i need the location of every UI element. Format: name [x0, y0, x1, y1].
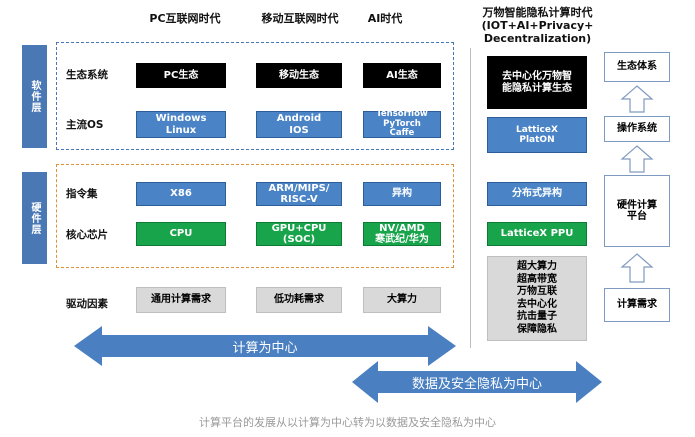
figure-caption: 计算平台的发展从以计算为中心转为以数据及安全隐私为中心 — [199, 416, 496, 429]
cell-driver-ai: 大算力 — [363, 287, 441, 313]
header-mobile-era: 移动互联网时代 — [261, 12, 339, 25]
right-cell-os: LatticeX PlatON — [487, 117, 587, 153]
cell-chip-mobile: GPU+CPU (SOC) — [256, 222, 342, 246]
software-layer-group — [56, 42, 454, 150]
row-label-driver: 驱动因素 — [66, 298, 108, 310]
right-cell-eco: 去中心化万物智 能隐私计算生态 — [487, 56, 587, 109]
right-cell-chip: LatticeX PPU — [487, 222, 587, 246]
cell-chip-ai: NV/AMD 寒武纪/华为 — [363, 222, 441, 246]
cell-eco-ai: AI生态 — [363, 63, 441, 88]
row-label-ecosystem: 生态系统 — [66, 69, 108, 81]
row-label-chip: 核心芯片 — [66, 229, 108, 241]
cell-chip-pc: CPU — [136, 222, 226, 246]
stack-ecosystem: 生态体系 — [604, 52, 670, 82]
right-cell-isa: 分布式异构 — [487, 182, 587, 206]
stack-hardware: 硬件计算 平台 — [604, 175, 670, 247]
data-privacy-label: 数据及安全隐私为中心 — [411, 377, 542, 392]
compute-center-label: 计算为中心 — [232, 341, 298, 356]
software-layer-label: 软件层 — [22, 45, 47, 148]
cell-isa-pc: X86 — [136, 182, 226, 206]
cell-os-mobile: Android IOS — [256, 111, 342, 138]
cell-driver-pc: 通用计算需求 — [136, 287, 226, 313]
cell-os-ai: Tensorflow PyTorch Caffe — [363, 109, 441, 138]
data-privacy-arrow — [352, 361, 602, 403]
row-label-isa: 指令集 — [66, 188, 98, 200]
cell-eco-pc: PC生态 — [136, 63, 226, 88]
up-arrow-icon — [620, 85, 654, 113]
cell-os-pc: Windows Linux — [136, 111, 226, 138]
cell-eco-mobile: 移动生态 — [256, 63, 342, 88]
cell-isa-ai: 异构 — [363, 182, 441, 206]
hardware-layer-group — [56, 164, 454, 268]
compute-center-arrow — [74, 326, 456, 366]
right-cell-driver: 超大算力 超高带宽 万物互联 去中心化 抗击量子 保障隐私 — [487, 256, 587, 341]
up-arrow-icon — [620, 145, 654, 173]
stack-os: 操作系统 — [604, 116, 670, 142]
row-label-os: 主流OS — [66, 119, 104, 131]
era-divider — [470, 48, 471, 348]
cell-isa-mobile: ARM/MIPS/ RISC-V — [256, 182, 342, 206]
cell-driver-mobile: 低功耗需求 — [256, 287, 342, 313]
stack-demand: 计算需求 — [604, 288, 670, 322]
header-pc-era: PC互联网时代 — [149, 12, 221, 25]
header-privacy-era: 万物智能隐私计算时代 (IOT+AI+Privacy+ Decentraliza… — [481, 6, 594, 46]
header-ai-era: AI时代 — [367, 12, 403, 25]
up-arrow-icon — [620, 253, 654, 283]
hardware-layer-label: 硬件层 — [22, 172, 47, 264]
